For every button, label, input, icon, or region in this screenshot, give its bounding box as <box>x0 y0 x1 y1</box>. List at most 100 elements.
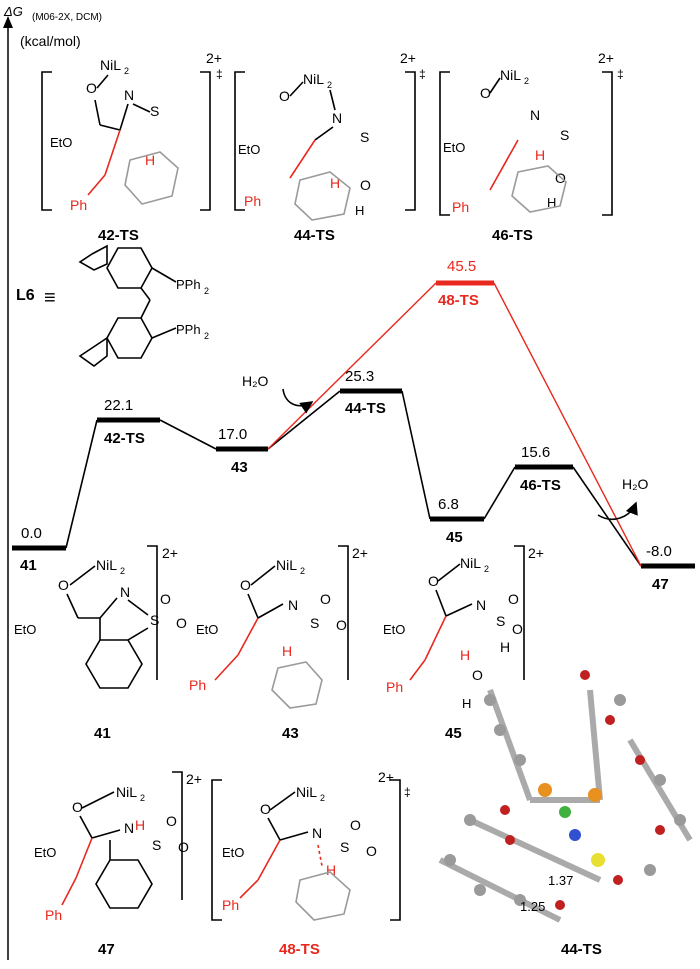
structure-47: 2+ NiL 2 O N H S O O EtO Ph <box>34 771 202 923</box>
svg-text:2+: 2+ <box>400 50 416 66</box>
svg-text:H: H <box>355 203 364 218</box>
water-out-label: H₂O <box>622 476 649 492</box>
ligand-l6: L6 ≡ PPh 2 PPh 2 <box>16 244 209 367</box>
svg-text:EtO: EtO <box>50 135 72 150</box>
svg-text:2: 2 <box>327 80 332 90</box>
svg-text:S: S <box>496 613 505 629</box>
svg-text:Ph: Ph <box>189 677 206 693</box>
label-mid-45: 45 <box>445 725 462 742</box>
structure-45: 2+ NiL 2 O N S O O EtO Ph H H O H <box>383 545 544 711</box>
svg-text:2: 2 <box>524 76 529 86</box>
energy-42-ts: 22.1 <box>104 397 133 414</box>
svg-text:O: O <box>366 843 377 859</box>
label-top-46-ts: 46-TS <box>492 227 533 244</box>
axis-unit: (kcal/mol) <box>20 33 81 49</box>
svg-text:2: 2 <box>124 66 129 76</box>
structure-41: 2+ NiL 2 O N S O O EtO <box>14 545 187 689</box>
svg-text:H: H <box>462 696 471 711</box>
svg-text:‡: ‡ <box>617 67 624 81</box>
energy-47: -8.0 <box>646 543 672 560</box>
distance-2: 1.25 <box>520 899 545 914</box>
label-47: 47 <box>652 576 669 593</box>
svg-text:NiL: NiL <box>296 784 317 800</box>
svg-text:O: O <box>428 573 439 589</box>
svg-text:N: N <box>120 584 130 600</box>
svg-text:NiL: NiL <box>116 784 137 800</box>
label-mid-41: 41 <box>94 725 111 742</box>
svg-text:O: O <box>160 591 171 607</box>
svg-text:‡: ‡ <box>216 67 223 81</box>
svg-text:2: 2 <box>484 564 489 574</box>
svg-text:O: O <box>178 839 189 855</box>
svg-text:‡: ‡ <box>404 785 411 799</box>
svg-text:Ph: Ph <box>244 193 261 209</box>
svg-text:N: N <box>530 107 540 123</box>
svg-text:EtO: EtO <box>443 140 465 155</box>
label-44-ts: 44-TS <box>345 400 386 417</box>
svg-text:O: O <box>336 617 347 633</box>
water-in-arrow-icon <box>282 388 314 414</box>
svg-text:S: S <box>152 837 161 853</box>
ligand-equiv: ≡ <box>44 287 56 309</box>
svg-text:2+: 2+ <box>206 50 222 66</box>
energy-44-ts: 25.3 <box>345 368 374 385</box>
svg-text:O: O <box>240 577 251 593</box>
svg-text:2: 2 <box>140 793 145 803</box>
svg-text:O: O <box>360 177 371 193</box>
svg-text:Ph: Ph <box>386 679 403 695</box>
svg-text:H: H <box>326 862 336 878</box>
svg-text:H: H <box>460 647 470 663</box>
label-45: 45 <box>446 529 463 546</box>
label-42-ts: 42-TS <box>104 430 145 447</box>
svg-text:N: N <box>312 825 322 841</box>
svg-text:2: 2 <box>204 286 209 296</box>
svg-text:EtO: EtO <box>238 142 260 157</box>
svg-text:2: 2 <box>300 566 305 576</box>
svg-text:O: O <box>472 667 483 683</box>
svg-text:EtO: EtO <box>222 845 244 860</box>
svg-text:N: N <box>124 87 134 103</box>
svg-text:O: O <box>480 85 491 101</box>
svg-text:H: H <box>535 147 545 163</box>
structure-44-ts: 2+ ‡ NiL 2 O N S EtO Ph H O H <box>234 50 426 221</box>
svg-text:S: S <box>150 612 159 628</box>
label-43: 43 <box>231 459 248 476</box>
label-46-ts: 46-TS <box>520 477 561 494</box>
svg-text:S: S <box>360 129 369 145</box>
svg-text:O: O <box>350 817 361 833</box>
svg-text:2+: 2+ <box>598 50 614 66</box>
svg-text:NiL: NiL <box>500 67 521 83</box>
energy-41: 0.0 <box>21 525 42 542</box>
structure-46-ts: 2+ ‡ NiL 2 O N S EtO Ph H O H <box>439 50 624 216</box>
energy-43: 17.0 <box>218 426 247 443</box>
ligand-symbol: L6 <box>16 287 35 304</box>
structure-48-ts: 2+ ‡ NiL 2 O N S O O EtO Ph H <box>211 769 411 921</box>
label-mid-43: 43 <box>282 725 299 742</box>
svg-text:H: H <box>500 639 510 655</box>
label-bot-47: 47 <box>98 941 115 958</box>
svg-text:O: O <box>166 813 177 829</box>
svg-text:2+: 2+ <box>186 771 202 787</box>
svg-text:2: 2 <box>120 566 125 576</box>
svg-text:O: O <box>176 615 187 631</box>
svg-text:NiL: NiL <box>303 71 324 87</box>
svg-text:N: N <box>124 820 134 836</box>
axis-label-method: (M06-2X, DCM) <box>32 12 102 23</box>
svg-text:Ph: Ph <box>45 907 62 923</box>
svg-text:N: N <box>288 597 298 613</box>
structure-43: 2+ NiL 2 O N S O O EtO Ph H <box>189 545 368 709</box>
svg-text:O: O <box>260 801 271 817</box>
svg-text:H: H <box>547 195 556 210</box>
label-bot-44-ts-3d: 44-TS <box>561 941 602 958</box>
svg-text:O: O <box>320 591 331 607</box>
svg-text:H: H <box>145 152 155 168</box>
svg-text:Ph: Ph <box>452 199 469 215</box>
y-axis-arrow-icon <box>3 16 13 28</box>
svg-text:NiL: NiL <box>276 557 297 573</box>
svg-text:‡: ‡ <box>419 67 426 81</box>
svg-text:2+: 2+ <box>528 545 544 561</box>
svg-text:EtO: EtO <box>14 622 36 637</box>
svg-text:S: S <box>340 839 349 855</box>
svg-text:O: O <box>512 621 523 637</box>
